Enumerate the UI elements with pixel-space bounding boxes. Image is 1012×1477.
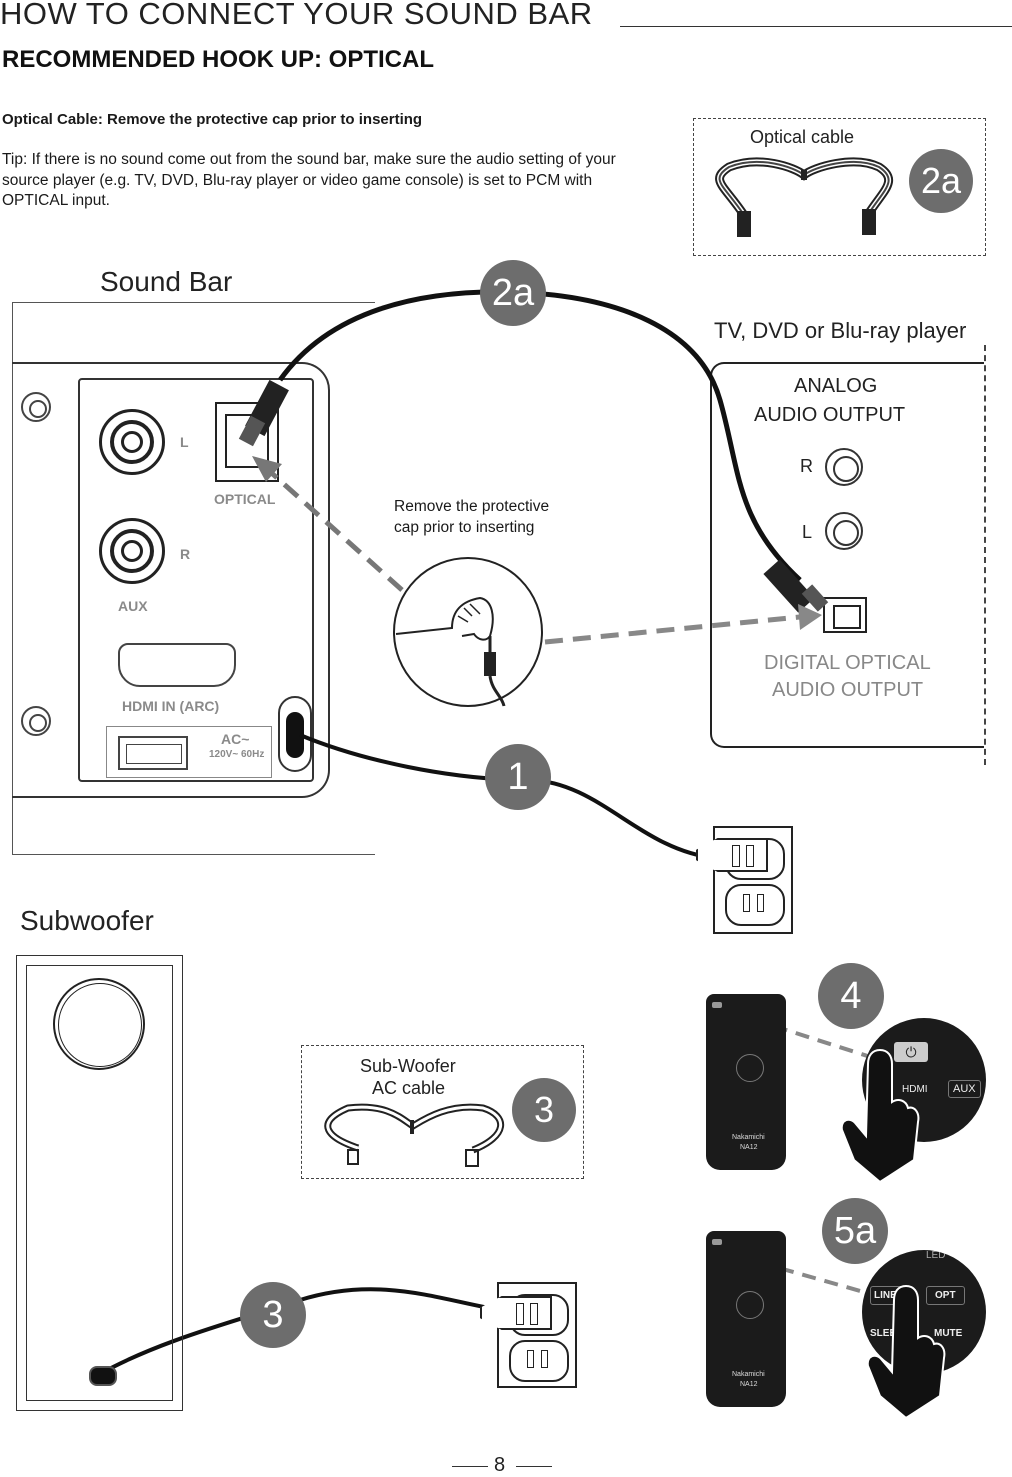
page-title: HOW TO CONNECT YOUR SOUND BAR bbox=[0, 0, 593, 31]
ac-label: AC~ bbox=[221, 731, 250, 747]
sub-cable-illustration bbox=[324, 1103, 504, 1167]
ac-spec-label: 120V~ 60Hz bbox=[209, 749, 265, 760]
remote-model-2: NA12 bbox=[740, 1381, 758, 1388]
screw-bottom bbox=[21, 706, 51, 736]
remote-control-power: Nakamichi NA12 bbox=[706, 994, 786, 1170]
step-badge-3: 3 bbox=[240, 1282, 306, 1348]
zoom-hdmi-label: HDMI bbox=[902, 1084, 928, 1095]
soundbar-port-panel bbox=[78, 378, 314, 782]
player-right-jack bbox=[825, 448, 863, 486]
player-left-label: L bbox=[802, 522, 813, 542]
player-heading: TV, DVD or Blu-ray player bbox=[714, 318, 967, 343]
zoom-sleep-label: SLEEP bbox=[870, 1328, 903, 1339]
sub-cable-label-line1: Sub-Woofer bbox=[360, 1056, 456, 1076]
remote-brand-2: Nakamichi bbox=[732, 1371, 765, 1378]
hdmi-port-label: HDMI IN (ARC) bbox=[122, 698, 220, 714]
usb-port bbox=[118, 736, 188, 770]
sub-cable-box: Sub-Woofer AC cable 3 bbox=[301, 1045, 584, 1179]
cap-removal-illustration bbox=[393, 557, 543, 707]
optical-cable-label: Optical cable bbox=[750, 127, 855, 147]
player-left-jack bbox=[825, 512, 863, 550]
digital-output-line1: DIGITAL OPTICAL bbox=[764, 652, 931, 674]
optical-port-label: OPTICAL bbox=[214, 491, 276, 507]
power-plug-soundbar bbox=[696, 838, 768, 872]
optical-cable-illustration bbox=[715, 157, 894, 237]
optical-port bbox=[215, 402, 279, 482]
step-badge-2a: 2a bbox=[480, 260, 546, 326]
tip-text: Tip: If there is no sound come out from … bbox=[2, 151, 616, 209]
hand-pointer-opt bbox=[866, 1284, 946, 1420]
player-panel bbox=[710, 362, 984, 748]
player-right-label: R bbox=[800, 456, 813, 476]
sub-cable-label-line2: AC cable bbox=[372, 1078, 446, 1098]
aux-label: AUX bbox=[118, 598, 148, 614]
title-rule bbox=[620, 26, 1012, 27]
hdmi-port bbox=[118, 643, 236, 687]
cap-note: Remove the protective cap prior to inser… bbox=[394, 498, 550, 536]
footer-rule-left bbox=[452, 1466, 488, 1467]
step-badge-2a-box: 2a bbox=[909, 149, 973, 213]
remote-model: NA12 bbox=[740, 1144, 758, 1151]
aux-right-label: R bbox=[180, 546, 191, 562]
usb-port-frame bbox=[106, 726, 272, 778]
analog-output-line2: AUDIO OUTPUT bbox=[754, 404, 906, 426]
optical-cable-box: Optical cable 2a bbox=[693, 118, 986, 256]
remote-brand: Nakamichi bbox=[732, 1134, 765, 1141]
subwoofer-heading: Subwoofer bbox=[20, 905, 154, 936]
cable-note: Optical Cable: Remove the protective cap… bbox=[2, 111, 423, 128]
player-optical-port bbox=[823, 597, 867, 633]
soundbar-optical-plug bbox=[238, 379, 289, 447]
zoom-aux-label: AUX bbox=[948, 1080, 981, 1098]
aux-right-jack bbox=[99, 518, 165, 584]
player-panel-edge bbox=[984, 345, 986, 765]
power-plug-subwoofer bbox=[480, 1296, 552, 1330]
remote-control-opt: Nakamichi NA12 bbox=[706, 1231, 786, 1407]
aux-left-jack bbox=[99, 409, 165, 475]
soundbar-body bbox=[12, 302, 375, 855]
soundbar-rear-plate bbox=[12, 362, 330, 798]
ac-power-socket bbox=[278, 696, 312, 772]
section-title: RECOMMENDED HOOK UP: OPTICAL bbox=[2, 46, 434, 73]
footer-rule-right bbox=[516, 1466, 552, 1467]
digital-output-line2: AUDIO OUTPUT bbox=[772, 679, 924, 701]
step-badge-3-box: 3 bbox=[512, 1078, 576, 1142]
step-badge-1: 1 bbox=[485, 744, 551, 810]
hand-pointer-power bbox=[840, 1048, 920, 1184]
soundbar-heading: Sound Bar bbox=[100, 266, 233, 297]
wall-outlet-subwoofer bbox=[497, 1282, 577, 1388]
zoom-opt-label: OPT bbox=[926, 1286, 965, 1305]
player-optical-plug bbox=[763, 559, 829, 613]
zoom-led-label: LED bbox=[926, 1250, 946, 1261]
page-number: 8 bbox=[494, 1454, 506, 1476]
analog-output-line1: ANALOG bbox=[794, 375, 878, 397]
step-badge-5a: 5a bbox=[822, 1198, 888, 1264]
step-badge-4: 4 bbox=[818, 963, 884, 1029]
zoom-mute-label: MUTE bbox=[934, 1328, 963, 1339]
subwoofer-body bbox=[16, 955, 183, 1411]
aux-left-label: L bbox=[180, 434, 189, 450]
screw-top bbox=[21, 392, 51, 422]
